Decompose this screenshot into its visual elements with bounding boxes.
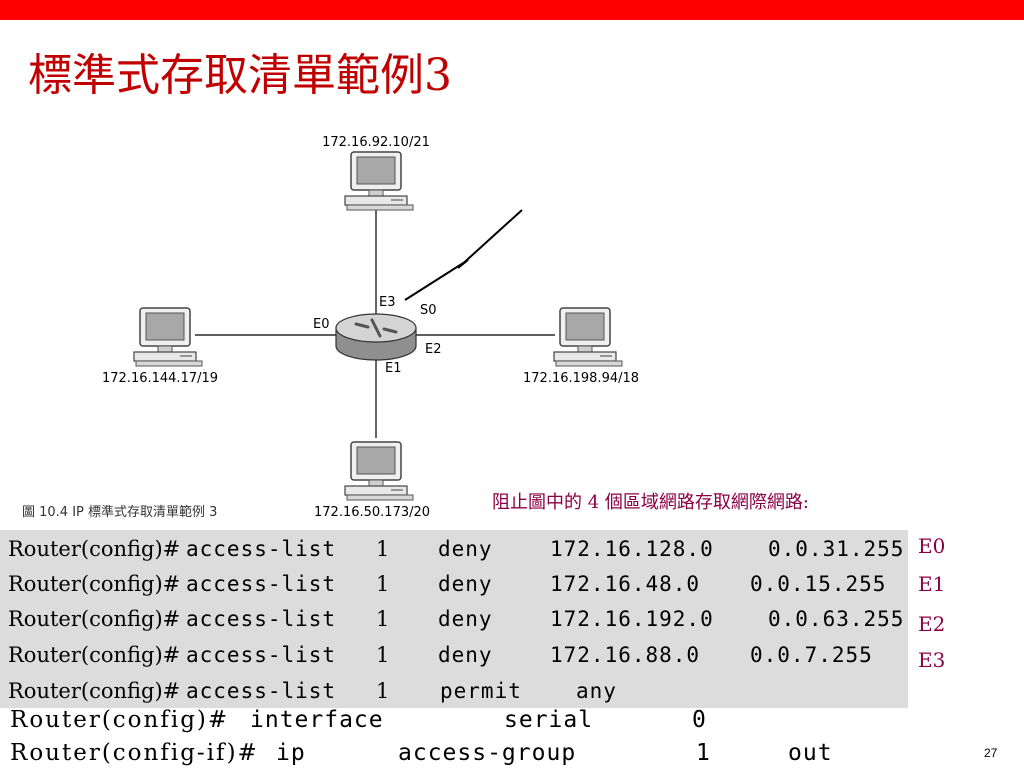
command-prompt: Router(config)#	[8, 679, 181, 703]
desktop-computer-icon	[133, 307, 203, 367]
command-action: deny	[438, 572, 493, 596]
command-prompt: Router(config)#	[8, 572, 181, 596]
interface-tag-e1: E1	[918, 572, 946, 596]
wildcard-mask: 0.0.7.255	[750, 643, 873, 667]
lightning-bolt-icon	[404, 209, 523, 301]
wildcard-mask: 0.0.15.255	[750, 572, 887, 596]
list-number: 1	[376, 537, 390, 561]
list-number: 1	[376, 572, 390, 596]
interface-tag-e0: E0	[918, 534, 946, 558]
network-diagram: 172.16.92.10/21 172.16.144.17/19 172.16.…	[22, 135, 639, 520]
host-label-right: 172.16.198.94/18	[523, 371, 639, 386]
host-label-bottom: 172.16.50.173/20	[314, 505, 430, 520]
access-list-commands: Router(config)# access-list 1 deny 172.1…	[0, 530, 908, 708]
command-keyword: access-list	[186, 537, 337, 561]
direction: out	[788, 740, 833, 766]
list-number: 1	[376, 679, 390, 703]
host-label-top: 172.16.92.10/21	[322, 135, 430, 150]
interface-label-e0: E0	[313, 317, 330, 332]
network-address: 172.16.48.0	[550, 572, 701, 596]
host-label-left: 172.16.144.17/19	[102, 371, 218, 386]
command-action: deny	[438, 537, 493, 561]
command-prompt: Router(config-if)#	[10, 740, 259, 766]
list-number: 1	[376, 607, 390, 631]
command-keyword: access-list	[186, 643, 337, 667]
instruction-note: 阻止圖中的 4 個區域網路存取網際網路:	[492, 492, 809, 513]
command-prompt: Router(config)#	[10, 707, 230, 733]
interface-tag-e2: E2	[918, 612, 946, 636]
interface-label-e1: E1	[385, 361, 402, 376]
interface-number: 0	[692, 707, 707, 733]
interface-label-e3: E3	[379, 295, 396, 310]
network-address: 172.16.128.0	[550, 537, 714, 561]
interface-tag-e3: E3	[918, 648, 946, 672]
top-accent-bar	[0, 0, 1024, 20]
interface-label-s0: S0	[420, 303, 437, 318]
command-keyword: ip	[276, 740, 306, 766]
command-prompt: Router(config)#	[8, 537, 181, 561]
command-action: permit	[440, 679, 522, 703]
network-address: 172.16.88.0	[550, 643, 701, 667]
list-number: 1	[696, 740, 711, 766]
command-keyword: interface	[250, 707, 384, 733]
router-icon	[335, 313, 417, 361]
figure-caption: 圖 10.4 IP 標準式存取清單範例 3	[22, 504, 217, 520]
network-address: 172.16.192.0	[550, 607, 714, 631]
interface-type: serial	[504, 707, 594, 733]
desktop-computer-icon	[344, 151, 414, 211]
command-keyword: access-list	[186, 572, 337, 596]
slide-title: 標準式存取清單範例3	[28, 50, 452, 101]
command-prompt: Router(config)#	[8, 607, 181, 631]
wildcard-mask: 0.0.63.255	[768, 607, 905, 631]
list-number: 1	[376, 643, 390, 667]
command-keyword: access-list	[186, 679, 337, 703]
page-number: 27	[984, 746, 998, 760]
access-group-keyword: access-group	[398, 740, 577, 766]
interface-label-e2: E2	[425, 342, 442, 357]
wildcard-mask: 0.0.31.255	[768, 537, 905, 561]
desktop-computer-icon	[344, 441, 414, 501]
command-action: deny	[438, 643, 493, 667]
desktop-computer-icon	[553, 307, 623, 367]
command-prompt: Router(config)#	[8, 643, 181, 667]
command-action: deny	[438, 607, 493, 631]
network-address: any	[576, 679, 617, 703]
command-keyword: access-list	[186, 607, 337, 631]
